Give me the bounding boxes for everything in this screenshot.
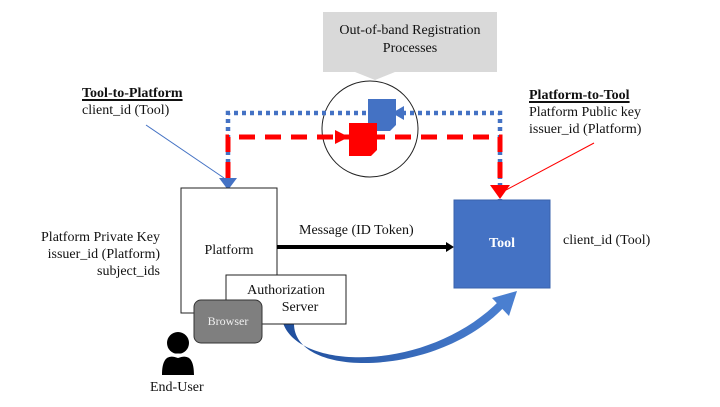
- platform-to-tool-public-key: Platform Public key: [529, 105, 641, 120]
- platform-to-tool-dashed-path: [225, 130, 510, 199]
- tool-box-label: Tool: [489, 236, 515, 251]
- registration-callout-line1: Out-of-band Registration: [339, 23, 481, 38]
- tool-to-platform-title: Tool-to-Platform: [82, 86, 183, 101]
- end-user-label: End-User: [150, 380, 204, 395]
- platform-box-label: Platform: [204, 243, 254, 258]
- platform-private-key-label: Platform Private Key: [41, 230, 160, 245]
- message-arrow-label: Message (ID Token): [299, 223, 414, 238]
- authorization-server-line1: Authorization: [247, 283, 325, 298]
- tool-to-platform-client-id: client_id (Tool): [82, 103, 170, 118]
- registration-callout-line2: Processes: [382, 41, 438, 56]
- platform-issuer-id-label: issuer_id (Platform): [47, 247, 160, 262]
- platform-subject-ids-label: subject_ids: [97, 264, 160, 279]
- browser-box[interactable]: [193, 299, 263, 344]
- tool-box[interactable]: [453, 199, 551, 289]
- tool-to-platform-leader: [145, 124, 225, 179]
- authorization-server-line2: Server: [281, 300, 319, 315]
- platform-to-tool-leader: [505, 142, 595, 191]
- browser-box-label: Browser: [207, 314, 249, 328]
- registration-circle: [321, 80, 419, 178]
- registration-callout: [323, 12, 497, 80]
- end-user-icon: [162, 332, 194, 375]
- tool-client-id-label: client_id (Tool): [563, 233, 651, 248]
- message-arrow: [277, 242, 454, 252]
- redirect-curve-arrow: [283, 291, 517, 364]
- platform-to-tool-title: Platform-to-Tool: [529, 88, 630, 103]
- platform-to-tool-issuer-id: issuer_id (Platform): [529, 122, 642, 137]
- platform-document-icon: [349, 123, 377, 156]
